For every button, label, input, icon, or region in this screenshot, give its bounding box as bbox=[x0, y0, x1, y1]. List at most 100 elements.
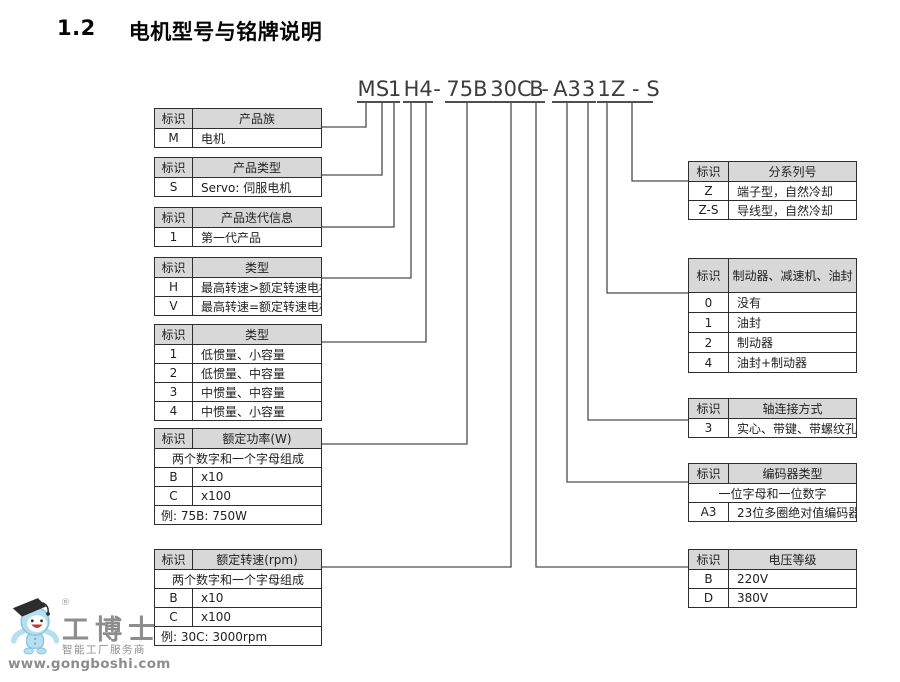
table-cell: 额定功率(W) bbox=[193, 429, 321, 448]
model-segment: - bbox=[540, 79, 550, 99]
model-segment: 1 bbox=[388, 79, 400, 103]
table-cell: 3 bbox=[689, 419, 729, 437]
model-segment: 4 bbox=[419, 79, 433, 103]
table-cell: 220V bbox=[729, 570, 856, 588]
table-cell: 低惯量、中容量 bbox=[193, 364, 321, 382]
table-cell: 1 bbox=[155, 345, 193, 363]
table-cell: 低惯量、小容量 bbox=[193, 345, 321, 363]
table-row: D380V bbox=[689, 588, 856, 607]
table-cell: 最高转速>额定转速电机 bbox=[193, 278, 321, 296]
table-cell: x10 bbox=[193, 468, 321, 486]
table-cell: D bbox=[689, 589, 729, 607]
table-row: Z-S导线型，自然冷却 bbox=[689, 200, 856, 219]
model-segment: 30C bbox=[489, 79, 533, 103]
table-row: 例: 75B: 750W bbox=[155, 505, 321, 524]
table-row: A323位多圈绝对值编码器 bbox=[689, 502, 856, 521]
table-cell: 380V bbox=[729, 589, 856, 607]
table-cell: 类型 bbox=[193, 258, 321, 277]
model-segment: 1 bbox=[597, 79, 611, 103]
table-row: Bx10 bbox=[155, 588, 321, 607]
table-cell: 标识 bbox=[689, 464, 729, 483]
table-row: 3中惯量、中容量 bbox=[155, 382, 321, 401]
table-header-row: 标识编码器类型 bbox=[689, 464, 856, 483]
table-row: 两个数字和一个字母组成 bbox=[155, 448, 321, 467]
section-number: 1.2 bbox=[57, 16, 96, 46]
table-cell: 导线型，自然冷却 bbox=[729, 201, 856, 219]
connector-line bbox=[632, 101, 688, 181]
table-cell: Z bbox=[689, 182, 729, 200]
table-rated-speed: 标识额定转速(rpm)两个数字和一个字母组成Bx10Cx100例: 30C: 3… bbox=[154, 549, 322, 646]
table-cell: 第一代产品 bbox=[193, 228, 321, 246]
table-cell: 产品类型 bbox=[193, 158, 321, 177]
model-segment: 3 bbox=[581, 79, 596, 103]
logo-tagline: 智能工厂服务商 bbox=[62, 642, 146, 657]
connector-line bbox=[322, 101, 426, 342]
connector-line bbox=[322, 101, 511, 567]
table-row: 4中惯量、小容量 bbox=[155, 401, 321, 420]
table-row: 1油封 bbox=[689, 312, 856, 332]
table-cell: 没有 bbox=[729, 293, 856, 312]
table-cell: 23位多圈绝对值编码器 bbox=[729, 503, 856, 521]
table-cell: M bbox=[155, 129, 193, 147]
table-cell: 4 bbox=[689, 353, 729, 372]
model-segment: M bbox=[357, 79, 376, 103]
table-cell: 标识 bbox=[155, 158, 193, 177]
table-cell: Servo: 伺服电机 bbox=[193, 178, 321, 196]
table-cell: 中惯量、小容量 bbox=[193, 402, 321, 420]
table-cell: 标识 bbox=[155, 109, 193, 128]
registered-mark: ® bbox=[61, 598, 70, 608]
model-segment: 75B bbox=[445, 79, 489, 103]
table-cell: 电机 bbox=[193, 129, 321, 147]
table-cell: A3 bbox=[689, 503, 729, 521]
table-header-row: 标识制动器、减速机、油封 bbox=[689, 259, 856, 292]
table-cell: 标识 bbox=[689, 162, 729, 181]
table-cell: 标识 bbox=[689, 550, 729, 569]
table-cell: B bbox=[689, 570, 729, 588]
table-cell: 0 bbox=[689, 293, 729, 312]
table-cell: 标识 bbox=[155, 325, 193, 344]
connector-line bbox=[322, 101, 394, 227]
table-sub-series: 标识分系列号Z端子型，自然冷却Z-S导线型，自然冷却 bbox=[688, 161, 857, 220]
table-product-family: 标识产品族M电机 bbox=[154, 108, 322, 148]
table-cell: 标识 bbox=[689, 259, 729, 292]
table-cell: 标识 bbox=[155, 258, 193, 277]
table-cell: 电压等级 bbox=[729, 550, 856, 569]
model-segment: H bbox=[403, 79, 420, 103]
table-cell: C bbox=[155, 487, 193, 505]
table-cell: 中惯量、中容量 bbox=[193, 383, 321, 401]
table-row: H最高转速>额定转速电机 bbox=[155, 277, 321, 296]
table-cell: S bbox=[155, 178, 193, 196]
table-encoder-type: 标识编码器类型一位字母和一位数字A323位多圈绝对值编码器 bbox=[688, 463, 857, 522]
table-row: 1第一代产品 bbox=[155, 227, 321, 246]
table-brake-gear-seal: 标识制动器、减速机、油封0没有1油封2制动器4油封+制动器 bbox=[688, 258, 857, 373]
table-rated-power: 标识额定功率(W)两个数字和一个字母组成Bx10Cx100例: 75B: 750… bbox=[154, 428, 322, 525]
table-cell: Z-S bbox=[689, 201, 729, 219]
table-cell: 1 bbox=[689, 313, 729, 332]
table-span-cell: 一位字母和一位数字 bbox=[689, 484, 856, 502]
table-cell: 油封+制动器 bbox=[729, 353, 856, 372]
table-row: 4油封+制动器 bbox=[689, 352, 856, 372]
table-span-cell: 例: 30C: 3000rpm bbox=[155, 627, 321, 645]
gongboshi-mascot-icon bbox=[10, 594, 62, 656]
table-cell: 轴连接方式 bbox=[729, 399, 856, 418]
table-span-cell: 例: 75B: 750W bbox=[155, 506, 321, 524]
table-voltage-class: 标识电压等级B220VD380V bbox=[688, 549, 857, 608]
table-row: 例: 30C: 3000rpm bbox=[155, 626, 321, 645]
connector-line bbox=[322, 101, 366, 127]
table-cell: 实心、带键、带螺纹孔 bbox=[729, 419, 856, 437]
table-cell: 标识 bbox=[155, 550, 193, 569]
table-cell: H bbox=[155, 278, 193, 296]
model-segment: A3 bbox=[552, 79, 582, 103]
table-cell: 1 bbox=[155, 228, 193, 246]
table-cell: x100 bbox=[193, 608, 321, 626]
table-cell: 产品族 bbox=[193, 109, 321, 128]
logo-url: www.gongboshi.com bbox=[8, 656, 171, 672]
table-row: SServo: 伺服电机 bbox=[155, 177, 321, 196]
connector-line bbox=[322, 101, 382, 175]
connector-line bbox=[322, 101, 467, 444]
table-header-row: 标识额定转速(rpm) bbox=[155, 550, 321, 569]
table-span-cell: 两个数字和一个字母组成 bbox=[155, 449, 321, 467]
table-cell: 编码器类型 bbox=[729, 464, 856, 483]
table-header-row: 标识类型 bbox=[155, 258, 321, 277]
